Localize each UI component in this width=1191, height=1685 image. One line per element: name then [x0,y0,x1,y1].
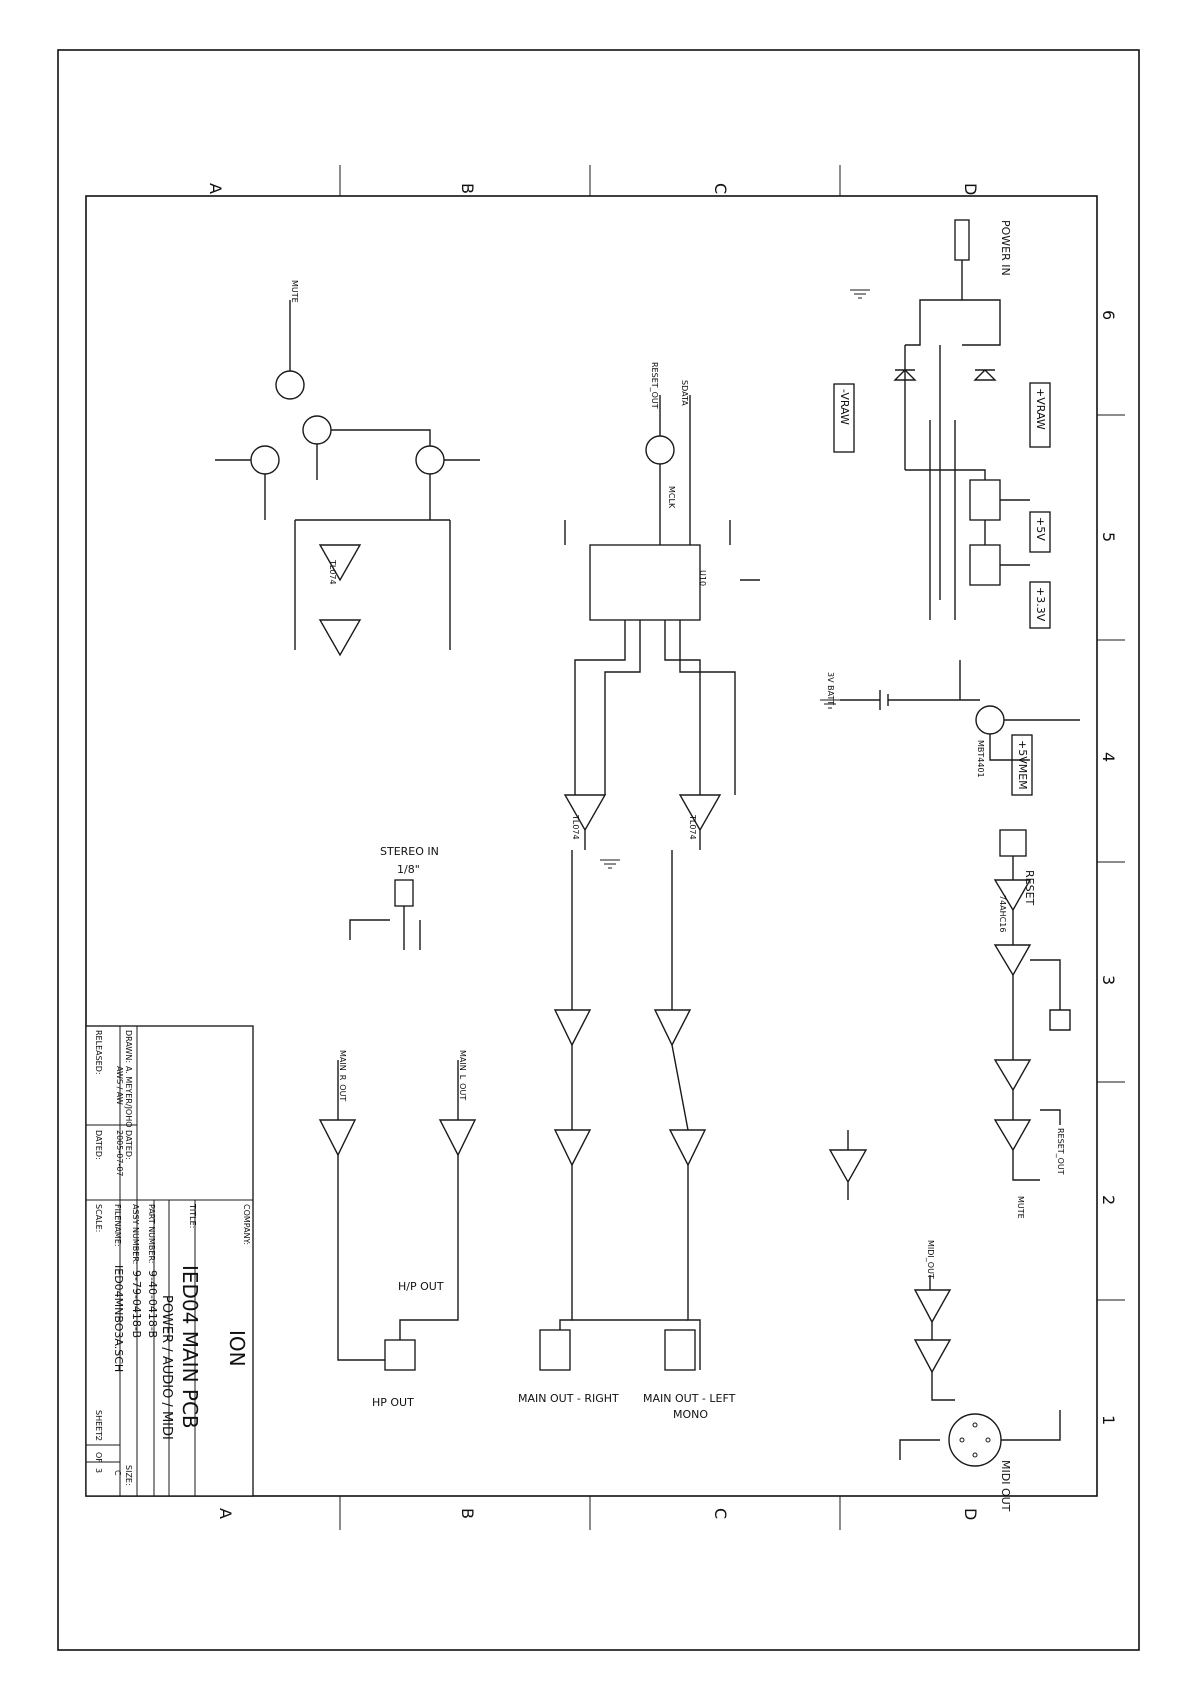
power-section: POWER IN +VRAW -VRAW +5V +3.3V +5VMEM 3V… [826,219,1080,796]
rail-5v-label: +5V [1034,517,1047,541]
hp-out-jack-label: HP OUT [372,1396,414,1409]
rail-vraw-pos [1029,382,1051,448]
drawn-value: A. MEYER/JOHO [124,1066,133,1128]
sheet-value: 2 [94,1436,103,1441]
zone-bottom-a: A [216,1508,235,1519]
size-value: C [113,1470,122,1476]
assy-number-value: 9-79-0418-B [130,1270,143,1338]
zone-right-5: 5 [1099,532,1118,542]
dated-label: DATED: [124,1130,133,1160]
opamp-label-2: TL074 [688,814,697,840]
mono-label: MONO [673,1408,708,1421]
zone-top-c: C [711,183,730,194]
zone-right-4: 4 [1099,752,1118,762]
dated-value: 2005-07-07 [115,1130,124,1177]
stereo-in-label: STEREO IN [380,845,439,858]
rail-5v [1029,511,1051,553]
stereo-in-size: 1/8" [397,863,420,876]
midi-section: MIDI_OUT MIDI OUT [899,1240,1061,1512]
zone-top-a: A [206,183,225,194]
assy-number-label: ASSY NUMBER: [131,1204,140,1264]
rail-3v3-label: +3.3V [1034,587,1047,622]
zone-bottom-c: C [711,1508,730,1519]
zone-right-6: 6 [1099,310,1118,320]
scale-label: SCALE: [94,1204,103,1232]
title-label: TITLE: [188,1203,197,1228]
released-dated-label: DATED: [94,1130,103,1160]
battery-label: 3V BATT [826,672,835,705]
drawn-label: DRAWN: [124,1030,133,1063]
zone-top-b: B [458,183,477,194]
mute-net: MUTE [290,280,299,303]
size-label: SIZE: [124,1465,133,1486]
rail-vraw-pos-label: +VRAW [1034,388,1047,430]
company-label: COMPANY: [242,1204,251,1245]
power-in-label: POWER IN [999,220,1012,276]
mclk-net: MCLK [667,486,676,509]
page-border [57,49,1140,1651]
sheet-label: SHEET: [94,1410,103,1438]
released-label: RELEASED: [94,1030,103,1075]
codec-ref: U10 [698,570,707,586]
zone-top-d: D [961,183,980,195]
approved-value: AWS / AW [115,1066,124,1105]
reset-label: RESET [1023,870,1036,906]
codec-section: U10 RESET_OUT SDATA MCLK [564,362,760,690]
rail-3v3 [1029,581,1051,629]
opamp-label-3: TL074 [328,559,337,585]
zone-bottom-d: D [961,1508,980,1520]
sdata-net: SDATA [680,380,689,406]
filename-label: FILENAME: [113,1204,122,1247]
rail-5vmem [1011,734,1033,796]
rail-vraw-neg-label: -VRAW [838,389,851,425]
mute-net-reset: MUTE [1016,1196,1025,1219]
rail-5vmem-label: +5VMEM [1016,740,1029,790]
of-value: 3 [94,1468,103,1473]
part-number-label: PART NUMBER: [147,1204,156,1263]
reset-out-net: RESET_OUT [1056,1128,1065,1175]
reset-out-net-codec: RESET_OUT [650,362,659,409]
company-value: ION [225,1330,249,1367]
zone-right-3: 3 [1099,975,1118,985]
transistor-label-1: MBT4401 [976,740,985,778]
opamp-label-1: TL074 [571,814,580,840]
audio-section: MUTE STEREO IN 1/8" H/P OUT HP OUT MAIN_… [215,280,870,1421]
midi-out-label: MIDI OUT [999,1460,1012,1512]
inverter-label-1: 74AHC16 [998,895,1007,932]
zone-ticks-top [339,165,1125,1530]
reset-section: RESET RESET_OUT MUTE [828,829,1071,1219]
of-label: OF [94,1452,103,1463]
part-number-value: 9-40-0418-B [146,1270,159,1338]
zone-bottom-b: B [458,1508,477,1519]
subtitle-value: POWER / AUDIO / MIDI [159,1295,174,1440]
rail-vraw-neg [833,383,855,453]
codec-ic [589,544,701,621]
zone-right-1: 1 [1099,1415,1118,1425]
filename-value: IED04MNBO3A.SCH [112,1265,125,1372]
title-value: IED04 MAIN PCB [178,1265,202,1429]
zone-right-2: 2 [1099,1195,1118,1205]
midi-out-net: MIDI_OUT [926,1240,935,1279]
title-block: DRAWN: A. MEYER/JOHO AWS / AW RELEASED: … [85,1025,254,1497]
main-out-right-label: MAIN OUT - RIGHT [518,1392,619,1405]
main-out-left-label: MAIN OUT - LEFT [643,1392,736,1405]
hp-out-label: H/P OUT [398,1280,444,1293]
main-r-out-net: MAIN_R_OUT [338,1050,347,1101]
main-l-out-net: MAIN_L_OUT [458,1050,467,1100]
drawing-frame [85,195,1098,1497]
